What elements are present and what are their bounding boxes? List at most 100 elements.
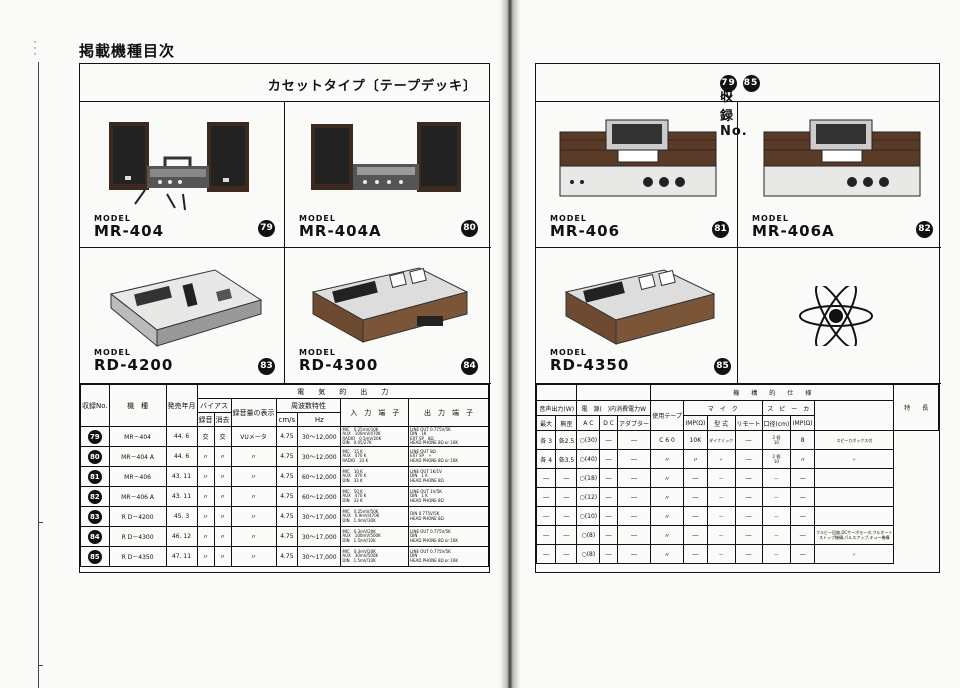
mic-type-cell: ―	[706, 544, 736, 564]
catalog-number-badge: 80	[461, 220, 478, 237]
model-cell: MR－406 A	[108, 486, 167, 507]
adapter-cell: ―	[616, 506, 652, 526]
speaker-diameter-cell: 2 個 10	[761, 449, 792, 469]
row-number-badge: 80	[87, 449, 102, 464]
undistorted-output-cell: ―	[555, 487, 578, 507]
adapter-cell: ―	[616, 544, 652, 564]
model-word: MODEL	[299, 214, 336, 223]
col-header: 音声出力(W)	[535, 400, 578, 416]
col-header: 録音	[196, 412, 215, 427]
freq-range-cell: 30～17,000	[297, 546, 342, 567]
tape-type-cell: 〃	[650, 544, 685, 564]
speaker-diameter-cell: ―	[761, 487, 792, 507]
binding-marks: ···	[32, 39, 43, 688]
col-header: 機 構 的 仕 様	[650, 384, 895, 401]
catalog-number-badge: 83	[258, 358, 275, 375]
tape-speed-cell: 4.75	[275, 506, 299, 527]
freq-range-cell: 30～17,000	[297, 526, 342, 547]
max-output-cell: ―	[535, 506, 557, 526]
tape-speed-cell: 4.75	[275, 486, 299, 507]
mic-impedance-cell: ―	[683, 525, 708, 545]
speaker-impedance-cell: ―	[790, 506, 816, 526]
table-row: ――○(8)――〃―――――〃	[535, 544, 939, 564]
col-header: 型 式	[706, 415, 736, 431]
input-terminal-cell: MIC 10 K AUX 470 K DIN 33 K	[340, 466, 410, 487]
col-header: 無歪	[555, 415, 578, 431]
remote-cell: ―	[734, 506, 763, 526]
bias-erase-cell: 〃	[213, 466, 232, 487]
dc-power-cell: ―	[599, 544, 618, 564]
model-cell: R D－4300	[108, 526, 167, 547]
adapter-cell: ―	[616, 468, 652, 488]
row-number-badge: 85	[87, 549, 102, 564]
title-prefix: 収録No.	[720, 90, 748, 139]
col-header: 収録No.	[80, 384, 110, 427]
row-number-badge: 81	[87, 469, 102, 484]
adapter-cell: ―	[616, 487, 652, 507]
input-terminal-text: MIC 0.25mV/10K AUX 100mV/470K RADIO 0.5m…	[342, 426, 382, 445]
output-terminal-text: LINE OUT 0.775V/5K DIN HEAD PHONE 8Ω or …	[410, 548, 459, 563]
remote-cell: ―	[734, 525, 763, 545]
bias-erase-cell: 〃	[213, 486, 232, 507]
col-header: ス ピ ー カ	[761, 400, 816, 416]
remote-cell: ―	[734, 544, 763, 564]
ac-power-cell: ○(8)	[576, 525, 601, 545]
col-header: 出 力 端 子	[408, 398, 489, 427]
tape-speed-cell: 4.75	[275, 466, 299, 487]
model-cell: MR－404	[108, 426, 167, 447]
output-terminal-cell: LINE OUT 0.775V/5K DIN 1K EXT SP 8Ω HEAD…	[408, 426, 489, 447]
deck-photo-icon	[564, 269, 716, 345]
max-output-cell: ―	[535, 468, 557, 488]
col-header: 特 長	[893, 384, 939, 431]
tape-type-cell: 〃	[650, 525, 685, 545]
model-word: MODEL	[550, 348, 587, 357]
tape-speed-cell: 4.75	[275, 446, 299, 467]
output-terminal-text: DIN 0.775V/5K HEAD PHONE 8Ω	[410, 511, 444, 521]
table-row: ――○(10)――〃―――――	[535, 506, 939, 526]
output-terminal-text: LINE OUT 0.775V/5K DIN HEAD PHONE 8Ω or …	[410, 528, 459, 543]
bias-rec-cell: 〃	[196, 526, 215, 547]
ac-power-cell: ○(10)	[576, 506, 601, 526]
model-name: RD-4350	[550, 356, 630, 374]
table-row: ――○(12)――〃―――――	[535, 487, 939, 507]
mic-type-cell: ダイナミック	[706, 430, 736, 450]
level-display-cell: 〃	[230, 486, 277, 507]
col-header	[576, 384, 652, 401]
input-terminal-text: MIC 0.25mV/50K AUX 0.9mV/470K DIN 1.4mV/…	[342, 508, 380, 523]
output-terminal-cell: LINE OUT 1K/1V DIN 1 K HEAD PHONE 8Ω	[408, 466, 489, 487]
col-header: 機 種	[108, 384, 167, 427]
margin-tick	[38, 522, 43, 523]
speaker-diameter-cell: 2 個 10	[761, 430, 792, 450]
remote-cell: ―	[734, 449, 763, 469]
output-terminal-text: LINE OUT 1V/5K DIN 1 K HEAD PHONE 8Ω	[410, 488, 444, 503]
speaker-diameter-cell: ―	[761, 544, 792, 564]
title-tilde: 〜	[720, 90, 735, 105]
input-terminal-cell: MIC 50 K AUX 470 K DIN 33 K	[340, 486, 410, 507]
book-gutter	[500, 0, 520, 688]
level-display-cell: 〃	[230, 466, 277, 487]
undistorted-output-cell: 各3.5	[555, 449, 578, 469]
col-header: マ イ ク	[683, 400, 763, 416]
feature-cell: 〃	[814, 449, 895, 469]
col-header: 電 気 的 出 力	[196, 384, 490, 399]
mic-type-cell: ―	[706, 506, 736, 526]
feature-cell: フルビー回路,DCサーボモータ,フルオート ストップ機構,パルスアップ,キュー機…	[814, 525, 895, 545]
dc-power-cell: ―	[599, 468, 618, 488]
level-display-cell: 〃	[230, 546, 277, 567]
speaker-impedance-cell: ―	[790, 468, 816, 488]
input-terminal-cell: MIC 0.3mV/20K AUX 30mV/500K DIN 1.5mV/10…	[340, 546, 410, 567]
speaker-diameter-cell: ―	[761, 525, 792, 545]
level-display-cell: 〃	[230, 526, 277, 547]
row-number-cell: 84	[80, 526, 110, 547]
feature-cell	[814, 468, 895, 488]
left-page	[0, 0, 506, 688]
model-name: MR-404	[94, 222, 165, 240]
row-number-cell: 80	[80, 446, 110, 467]
catalog-number-badge: 85	[714, 358, 731, 375]
